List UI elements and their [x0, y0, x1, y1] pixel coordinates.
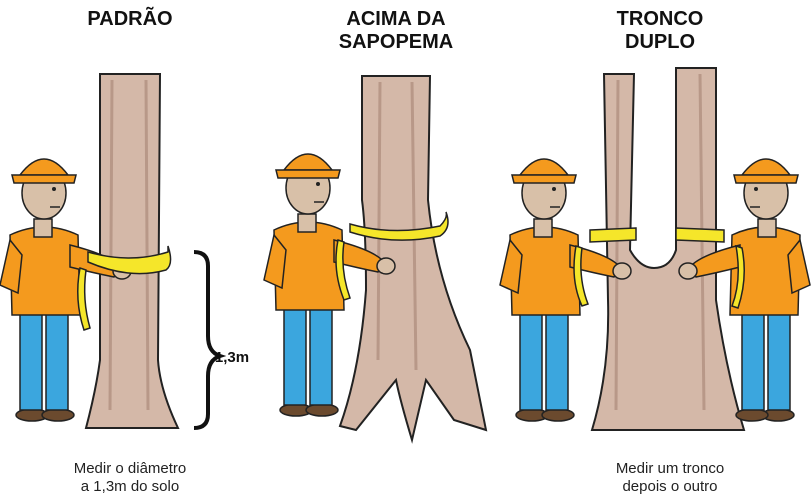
panel-1-curly-brace-icon: [193, 250, 227, 430]
panel-2-measuring-tape-icon: [335, 211, 449, 301]
panel-1-title: PADRÃO: [30, 8, 230, 31]
panel-3-measuring-tape-right-icon: [675, 227, 745, 309]
panel-1-caption-line-1: Medir o diâmetro: [73, 460, 187, 477]
panel-3-title-line-2: DUPLO: [625, 31, 695, 53]
panel-1-caption: Medir o diâmetro a 1,3m do solo: [20, 460, 240, 496]
panel-3-title: TRONCO DUPLO: [560, 8, 760, 54]
panel-1-measure-label: 1,3m: [215, 349, 249, 366]
panel-3-tree-trunk-icon: [590, 67, 746, 431]
panel-2-title-line-2: SAPOPEMA: [338, 31, 454, 53]
panel-2-tree-trunk-icon: [338, 75, 488, 444]
panel-2-title: ACIMA DA SAPOPEMA: [296, 8, 496, 54]
panel-3-caption-line-2: depois o outro: [622, 478, 718, 495]
panel-3-caption: Medir um tronco depois o outro: [560, 460, 780, 496]
panel-3-title-line-1: TRONCO: [616, 8, 704, 30]
panel-1-title-line-1: PADRÃO: [87, 8, 173, 30]
panel-1-caption-line-2: a 1,3m do solo: [80, 478, 180, 495]
panel-1-measuring-tape-icon: [77, 245, 172, 331]
panel-3-caption-line-1: Medir um tronco: [615, 460, 725, 477]
panel-1-tree-trunk-icon: [84, 73, 180, 429]
panel-3-measuring-tape-left-icon: [573, 227, 637, 307]
panel-2-title-line-1: ACIMA DA: [346, 8, 446, 30]
